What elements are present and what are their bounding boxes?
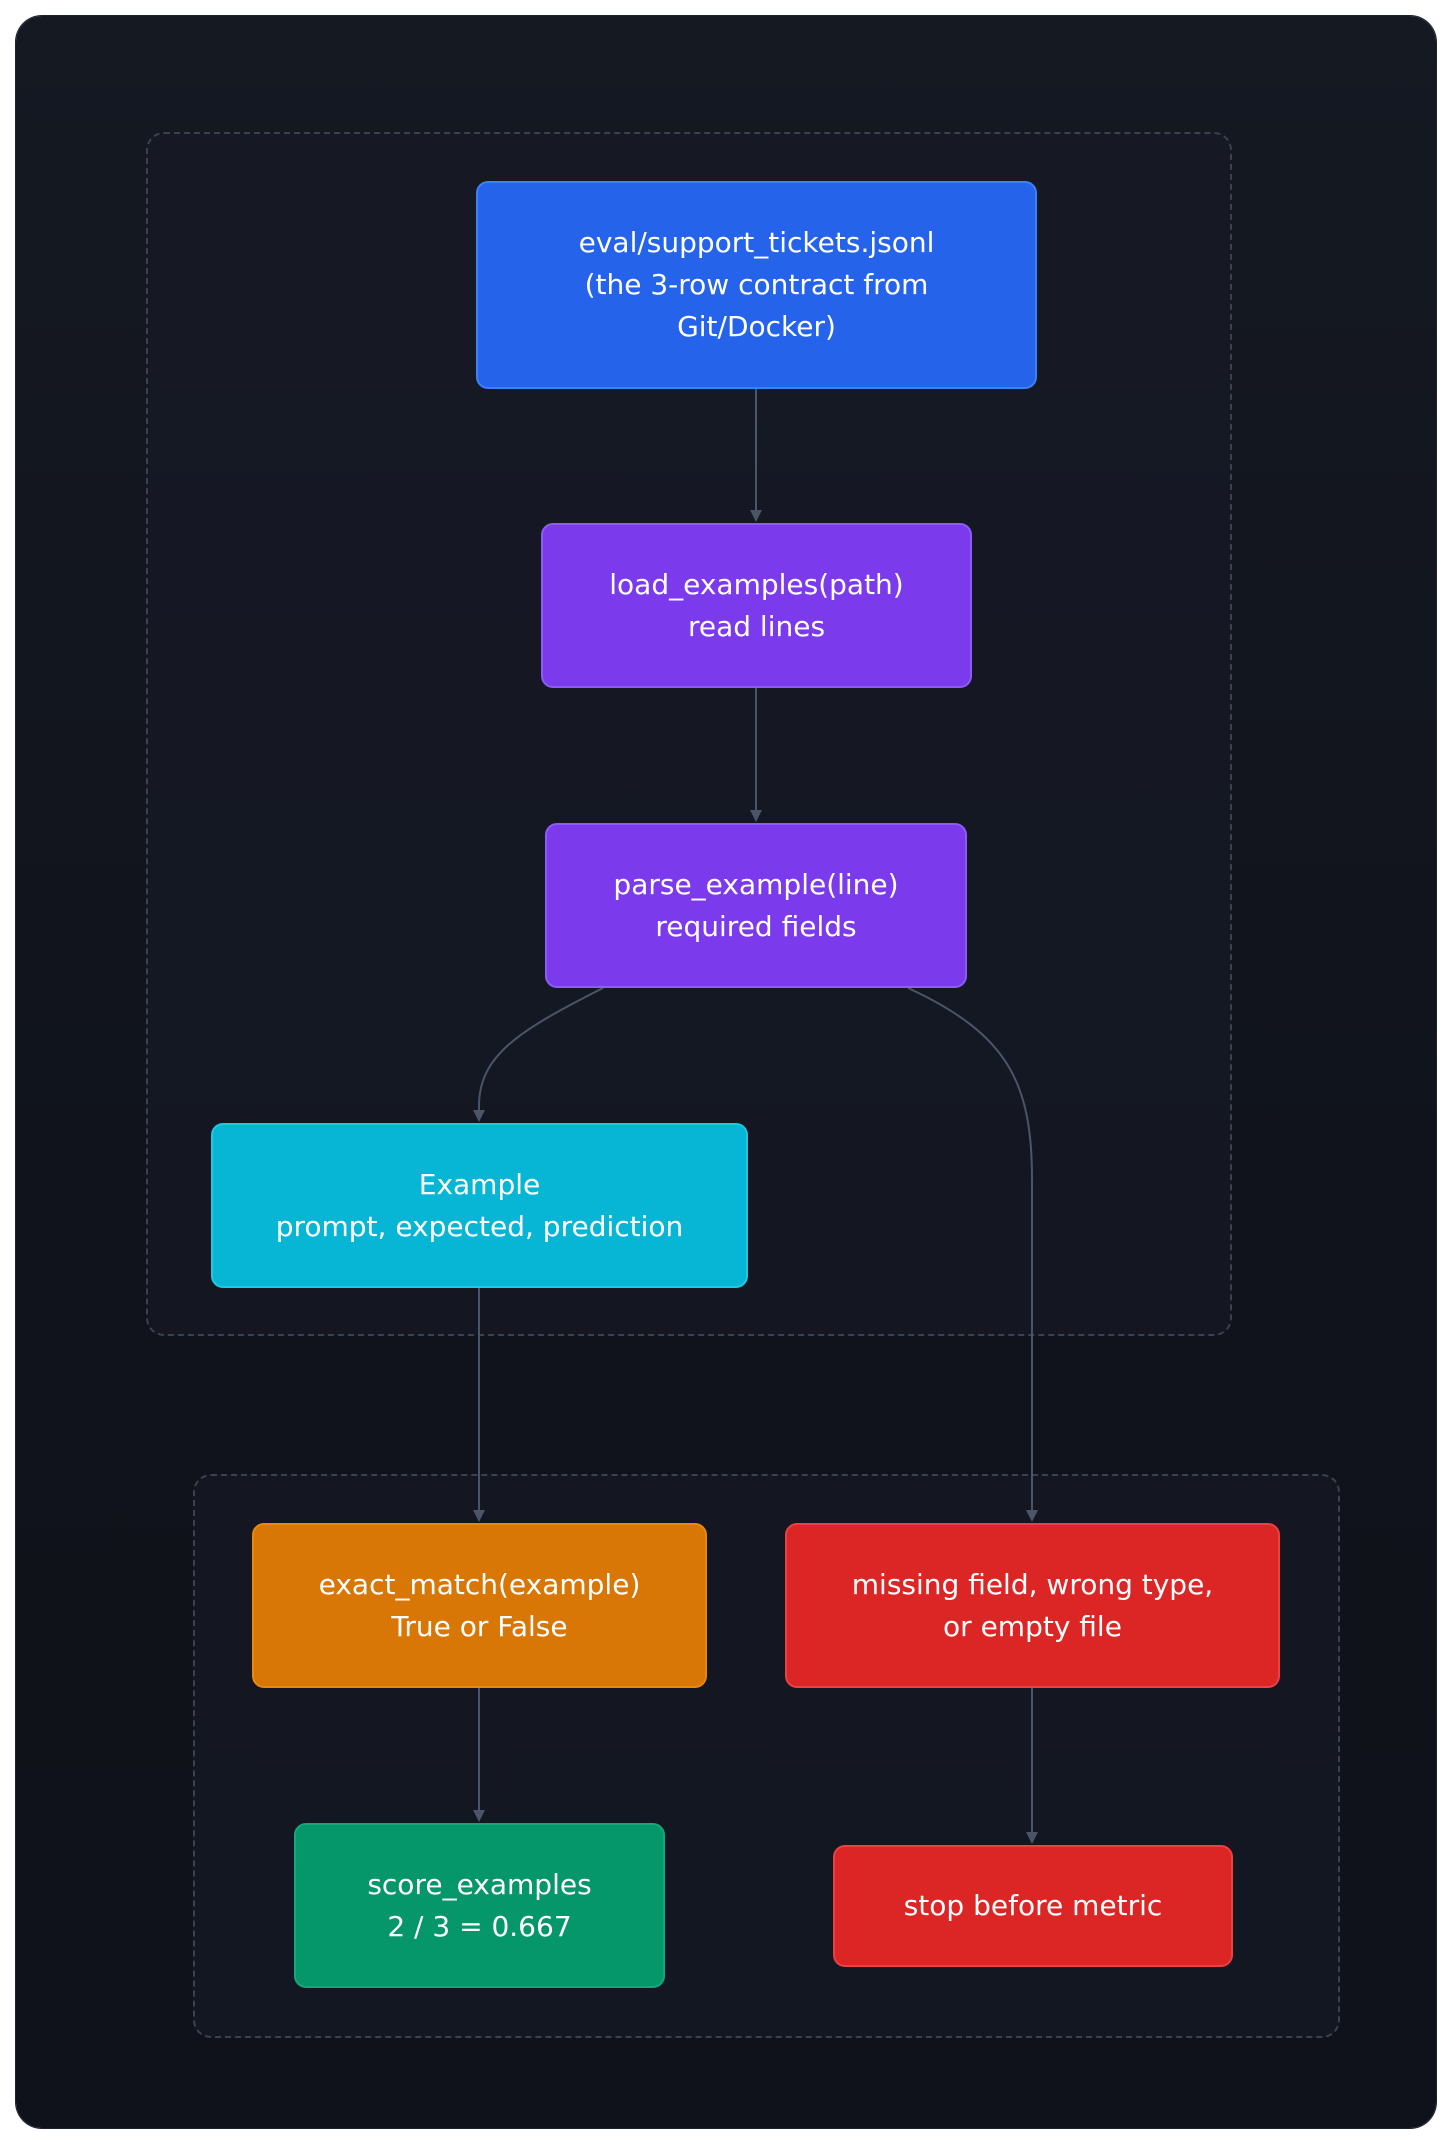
node-example: Example prompt, expected, prediction <box>211 1123 748 1288</box>
node-stop-line-1: stop before metric <box>903 1889 1163 1922</box>
node-validation-error: missing field, wrong type, or empty file <box>785 1523 1280 1688</box>
node-parse-line-2: required fields <box>655 909 857 943</box>
node-source-line-3: Git/Docker) <box>677 310 836 343</box>
node-match-line-1: exact_match(example) <box>318 1567 641 1601</box>
node-exact-match: exact_match(example) True or False <box>252 1523 707 1688</box>
node-error-line-1: missing field, wrong type, <box>851 1567 1214 1601</box>
node-source-file: eval/support_tickets.jsonl (the 3-row co… <box>476 181 1037 389</box>
node-score-examples: score_examples 2 / 3 = 0.667 <box>294 1823 665 1988</box>
node-parse-line-1: parse_example(line) <box>613 867 899 901</box>
node-score-line-2: 2 / 3 = 0.667 <box>387 1909 572 1943</box>
node-parse-example: parse_example(line) required fields <box>545 823 967 988</box>
node-load-examples: load_examples(path) read lines <box>541 523 972 688</box>
edge-parse-to-example <box>473 987 604 1122</box>
edge-parse-to-error <box>907 987 1038 1522</box>
node-stop-before-metric: stop before metric <box>833 1845 1233 1967</box>
node-source-line-2: (the 3-row contract from <box>584 268 929 301</box>
node-load-line-1: load_examples(path) <box>609 567 904 601</box>
node-load-line-2: read lines <box>687 609 826 643</box>
node-error-line-2: or empty file <box>943 1609 1122 1643</box>
node-example-line-2: prompt, expected, prediction <box>275 1209 684 1243</box>
node-source-line-1: eval/support_tickets.jsonl <box>578 226 935 259</box>
node-example-line-1: Example <box>418 1167 541 1201</box>
node-match-line-2: True or False <box>391 1609 568 1643</box>
node-score-line-1: score_examples <box>367 1867 592 1901</box>
